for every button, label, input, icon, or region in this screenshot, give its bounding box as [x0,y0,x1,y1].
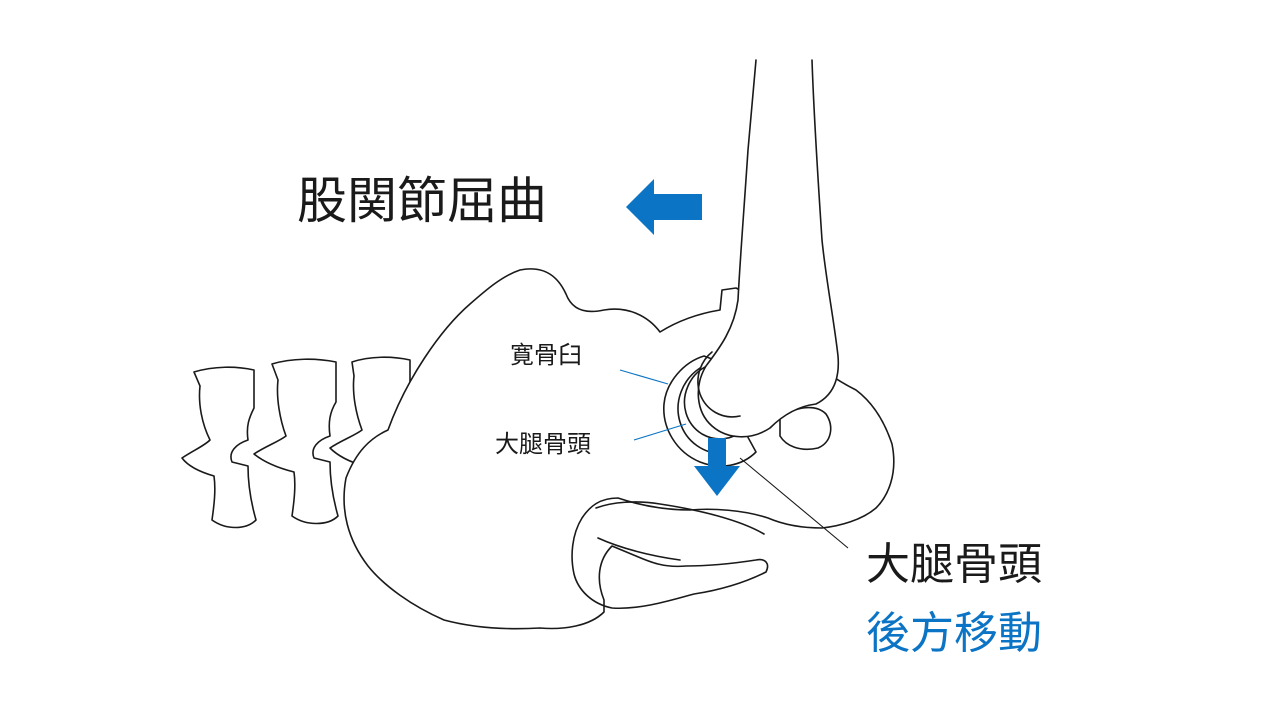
leader-acetabulum [619,369,669,385]
label-acetabulum: 寛骨臼 [510,341,582,369]
lesser-trochanter [779,406,832,451]
obturator-ring [595,501,765,535]
pubic-ramus [597,537,681,561]
leader-callout [739,457,849,549]
arrow-down-icon [694,438,740,496]
vertebra-1 [181,366,257,529]
callout-femoral-head: 大腿骨頭 [866,539,1042,590]
flexion-arrow [626,179,702,235]
femoral-head [697,351,741,418]
label-femoral-head: 大腿骨頭 [495,430,591,458]
arrow-left-icon [626,179,702,235]
posterior-arrow [694,438,740,496]
title-hip-flexion: 股関節屈曲 [297,172,547,230]
femur-shaft-and-head [697,59,840,438]
leader-femoral-head [633,423,687,441]
vertebra-2 [253,358,339,525]
acetabulum-inner [677,367,725,455]
callout-posterior-movement: 後方移動 [866,608,1042,659]
femur [697,59,840,438]
acetabulum [663,355,757,467]
